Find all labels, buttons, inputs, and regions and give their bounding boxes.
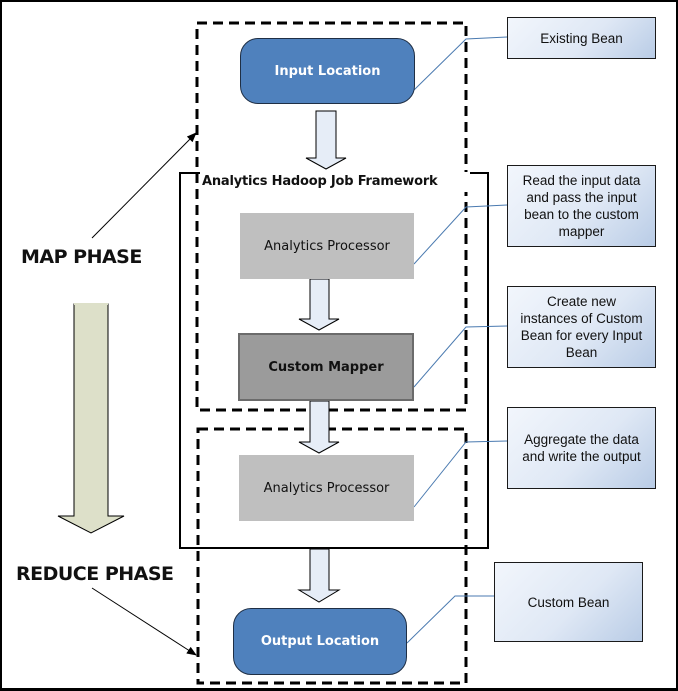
note-read-input: Read the input data and pass the input b… (507, 165, 656, 247)
map-phase-pointer (91, 132, 197, 239)
flow-arrow-input-to-processor (305, 110, 347, 170)
callout-create-instances (413, 325, 508, 388)
output-location-label: Output Location (260, 634, 380, 649)
output-location-node[interactable]: Output Location (233, 608, 407, 675)
callout-aggregate (413, 440, 508, 508)
callout-existing-bean (413, 36, 508, 91)
map-phase-label: MAP PHASE (21, 246, 142, 268)
custom-mapper-label: Custom Mapper (268, 359, 384, 375)
callout-custom-bean (406, 595, 494, 644)
reduce-phase-label: REDUCE PHASE (16, 563, 174, 585)
flow-arrow-processor-to-mapper (298, 278, 340, 331)
analytics-processor-map-label: Analytics Processor (264, 238, 390, 254)
flow-arrow-processor-to-output (297, 548, 341, 603)
note-existing-bean-text: Existing Bean (540, 30, 623, 46)
note-custom-bean: Custom Bean (494, 562, 643, 642)
analytics-processor-map-node[interactable]: Analytics Processor (240, 213, 414, 279)
input-location-label: Input Location (274, 63, 381, 79)
custom-mapper-node[interactable]: Custom Mapper (238, 333, 414, 401)
analytics-processor-reduce-node[interactable]: Analytics Processor (239, 455, 414, 521)
flow-arrow-mapper-to-processor (298, 400, 340, 454)
reduce-phase-region (196, 427, 468, 685)
analytics-processor-reduce-label: Analytics Processor (263, 480, 390, 496)
note-read-input-text: Read the input data and pass the input b… (522, 173, 641, 239)
note-custom-bean-text: Custom Bean (527, 594, 610, 610)
note-aggregate-text: Aggregate the data and write the output (522, 432, 641, 464)
reduce-phase-pointer (91, 587, 197, 656)
note-create-instances-text: Create new instances of Custom Bean for … (520, 294, 643, 360)
framework-title: Analytics Hadoop Job Framework (200, 172, 470, 192)
note-aggregate: Aggregate the data and write the output (507, 407, 656, 489)
phase-flow-arrow (57, 303, 125, 534)
note-existing-bean: Existing Bean (507, 17, 656, 59)
input-location-node[interactable]: Input Location (240, 38, 415, 104)
note-create-instances: Create new instances of Custom Bean for … (507, 286, 656, 368)
callout-read-input (413, 204, 508, 265)
map-phase-region (195, 21, 468, 412)
